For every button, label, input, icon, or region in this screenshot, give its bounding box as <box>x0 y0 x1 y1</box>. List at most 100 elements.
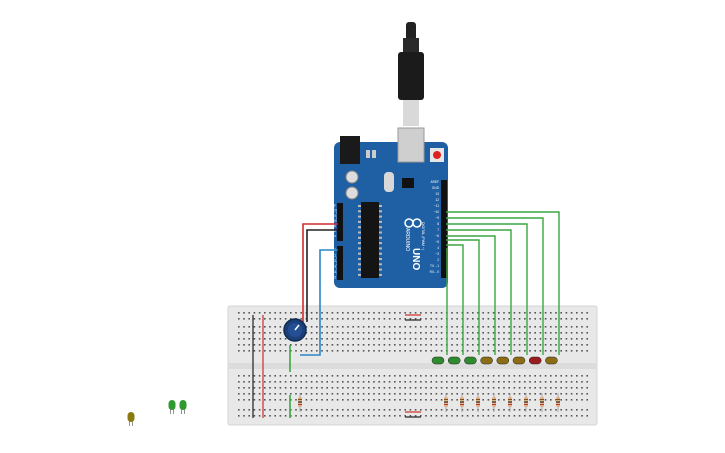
breadboard-hole[interactable] <box>253 399 256 401</box>
breadboard-hole[interactable] <box>368 350 370 352</box>
breadboard-hole[interactable] <box>394 381 396 383</box>
breadboard-hole[interactable] <box>466 338 469 340</box>
analog-header[interactable] <box>337 246 343 280</box>
breadboard-hole[interactable] <box>269 350 271 352</box>
breadboard-hole[interactable] <box>362 387 365 389</box>
breadboard-hole[interactable] <box>331 326 334 328</box>
breadboard-hole[interactable] <box>357 409 360 411</box>
breadboard-hole[interactable] <box>310 387 313 389</box>
breadboard-hole[interactable] <box>368 344 370 346</box>
breadboard-hole[interactable] <box>258 409 261 411</box>
breadboard-hole[interactable] <box>446 375 448 377</box>
breadboard-hole[interactable] <box>321 332 323 334</box>
breadboard-hole[interactable] <box>310 344 313 346</box>
breadboard-hole[interactable] <box>279 393 282 395</box>
breadboard-hole[interactable] <box>243 409 245 411</box>
breadboard-hole[interactable] <box>279 409 282 411</box>
breadboard-hole[interactable] <box>284 409 287 411</box>
breadboard-hole[interactable] <box>274 409 276 411</box>
breadboard-hole[interactable] <box>269 381 271 383</box>
breadboard-hole[interactable] <box>352 350 354 352</box>
breadboard-hole[interactable] <box>544 381 547 383</box>
breadboard-hole[interactable] <box>466 350 469 352</box>
breadboard-hole[interactable] <box>394 399 396 401</box>
breadboard-hole[interactable] <box>518 381 521 383</box>
breadboard-hole[interactable] <box>378 332 380 334</box>
breadboard-hole[interactable] <box>477 387 479 389</box>
breadboard-hole[interactable] <box>420 399 422 401</box>
breadboard-hole[interactable] <box>368 381 370 383</box>
breadboard-hole[interactable] <box>446 409 448 411</box>
breadboard-hole[interactable] <box>362 415 365 417</box>
breadboard-hole[interactable] <box>586 312 588 314</box>
breadboard-hole[interactable] <box>310 326 313 328</box>
breadboard-hole[interactable] <box>534 326 536 328</box>
breadboard-hole[interactable] <box>316 409 318 411</box>
breadboard-hole[interactable] <box>321 415 323 417</box>
breadboard-hole[interactable] <box>456 318 458 320</box>
breadboard-hole[interactable] <box>414 332 417 334</box>
breadboard-hole[interactable] <box>274 415 276 417</box>
breadboard-hole[interactable] <box>492 338 495 340</box>
breadboard-hole[interactable] <box>284 381 287 383</box>
breadboard-hole[interactable] <box>425 344 427 346</box>
breadboard-hole[interactable] <box>420 326 422 328</box>
breadboard-hole[interactable] <box>352 393 354 395</box>
breadboard-hole[interactable] <box>482 350 484 352</box>
breadboard-hole[interactable] <box>284 344 287 346</box>
breadboard-hole[interactable] <box>352 332 354 334</box>
breadboard-hole[interactable] <box>472 318 474 320</box>
breadboard-hole[interactable] <box>487 332 490 334</box>
breadboard-hole[interactable] <box>347 399 349 401</box>
breadboard-hole[interactable] <box>451 381 453 383</box>
breadboard-hole[interactable] <box>414 381 417 383</box>
breadboard-hole[interactable] <box>414 344 417 346</box>
breadboard-hole[interactable] <box>565 415 568 417</box>
breadboard-hole[interactable] <box>300 387 302 389</box>
breadboard-hole[interactable] <box>264 399 266 401</box>
breadboard-hole[interactable] <box>378 350 380 352</box>
breadboard-hole[interactable] <box>279 326 282 328</box>
breadboard-hole[interactable] <box>326 318 328 320</box>
breadboard-hole[interactable] <box>550 399 552 401</box>
breadboard-hole[interactable] <box>373 393 375 395</box>
breadboard-hole[interactable] <box>409 409 412 411</box>
breadboard-hole[interactable] <box>336 381 339 383</box>
breadboard-hole[interactable] <box>544 415 547 417</box>
breadboard-hole[interactable] <box>352 415 354 417</box>
breadboard-hole[interactable] <box>378 312 380 314</box>
breadboard-hole[interactable] <box>279 415 282 417</box>
breadboard-hole[interactable] <box>570 399 573 401</box>
breadboard-hole[interactable] <box>466 393 469 395</box>
breadboard-hole[interactable] <box>539 393 542 395</box>
breadboard-hole[interactable] <box>518 387 521 389</box>
breadboard-hole[interactable] <box>357 415 360 417</box>
breadboard-hole[interactable] <box>269 338 271 340</box>
breadboard-hole[interactable] <box>253 338 256 340</box>
breadboard-hole[interactable] <box>440 338 443 340</box>
breadboard-hole[interactable] <box>295 350 297 352</box>
breadboard-hole[interactable] <box>326 332 328 334</box>
breadboard-hole[interactable] <box>347 375 349 377</box>
breadboard-hole[interactable] <box>388 387 391 389</box>
breadboard-hole[interactable] <box>544 326 547 328</box>
breadboard-hole[interactable] <box>581 344 583 346</box>
breadboard-hole[interactable] <box>503 332 505 334</box>
breadboard-hole[interactable] <box>243 393 245 395</box>
breadboard-hole[interactable] <box>248 381 250 383</box>
breadboard-hole[interactable] <box>529 387 531 389</box>
breadboard-hole[interactable] <box>518 409 521 411</box>
breadboard-hole[interactable] <box>508 387 510 389</box>
breadboard-hole[interactable] <box>336 332 339 334</box>
breadboard-hole[interactable] <box>290 393 292 395</box>
breadboard-hole[interactable] <box>253 344 256 346</box>
breadboard-hole[interactable] <box>243 399 245 401</box>
breadboard-hole[interactable] <box>279 381 282 383</box>
breadboard-hole[interactable] <box>498 318 500 320</box>
breadboard-hole[interactable] <box>498 399 500 401</box>
breadboard-hole[interactable] <box>513 415 516 417</box>
breadboard-hole[interactable] <box>440 375 443 377</box>
breadboard-hole[interactable] <box>352 399 354 401</box>
breadboard-hole[interactable] <box>362 393 365 395</box>
